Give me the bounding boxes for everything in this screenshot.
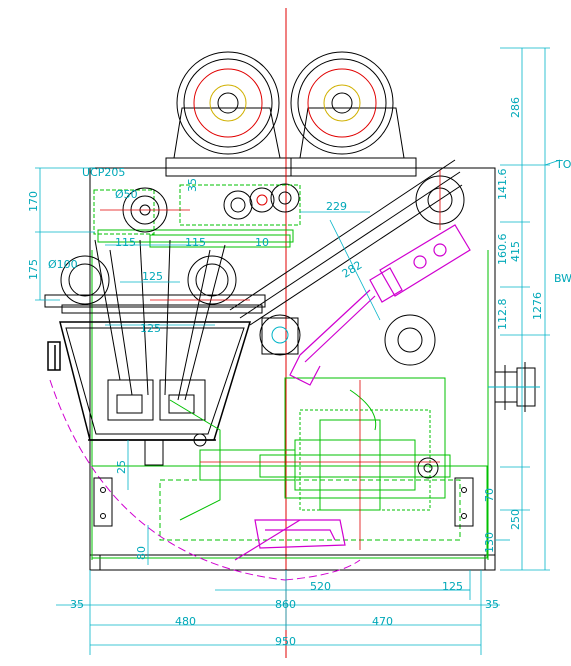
label-dia-roller: Ø100	[48, 258, 78, 271]
dim-141-6: 141.6	[496, 169, 509, 201]
dim-25: 25	[115, 460, 128, 474]
gate-boxes	[107, 379, 207, 466]
dim-80: 80	[135, 546, 148, 560]
gearbox	[169, 389, 439, 521]
dim-35-inner: 35	[186, 178, 199, 192]
motor-right	[290, 51, 417, 177]
dim-130: 130	[483, 532, 496, 553]
labels: UCP205 TO BW Ø50 Ø100	[48, 158, 571, 285]
label-dia-bearing: Ø50	[115, 188, 138, 201]
dim-860: 860	[275, 598, 296, 611]
dim-250: 250	[509, 509, 522, 530]
dim-10: 10	[255, 236, 269, 249]
dim-35-right: 35	[485, 598, 499, 611]
dim-480: 480	[175, 615, 196, 628]
dim-160-6: 160.6	[496, 234, 509, 266]
gear-group	[179, 183, 301, 226]
dim-115-a: 115	[115, 236, 136, 249]
dim-470: 470	[372, 615, 393, 628]
label-cut-top-right: TO	[555, 158, 571, 171]
dim-125-a: 125	[142, 270, 163, 283]
left-dimensions: 170 175 25 80	[27, 191, 148, 560]
feet	[93, 477, 474, 527]
dim-170: 170	[27, 191, 40, 212]
hopper-inner-plates	[94, 239, 226, 401]
bottom-dimensions: 35 860 35 480 470 950 520 125	[70, 580, 499, 648]
dim-125-b: 125	[140, 322, 161, 335]
dim-1276: 1276	[531, 292, 544, 320]
dim-112-8: 112.8	[496, 299, 509, 331]
rollers	[44, 187, 266, 314]
label-bearing: UCP205	[82, 166, 125, 179]
label-cut-right: BW	[554, 272, 571, 285]
dim-415: 415	[509, 241, 522, 262]
dim-35-left: 35	[70, 598, 84, 611]
dim-950: 950	[275, 635, 296, 648]
inner-dimensions: 229 282 125 125 115 115 35 10	[115, 178, 364, 335]
dim-125: 125	[442, 580, 463, 593]
dimension-lines	[35, 47, 561, 655]
dim-520: 520	[310, 580, 331, 593]
motor-left	[165, 51, 292, 177]
dim-229: 229	[326, 200, 347, 213]
dim-282: 282	[340, 258, 365, 280]
inclined-conveyor	[229, 159, 465, 366]
dim-70: 70	[483, 488, 496, 502]
pneumatic-cylinder	[234, 224, 471, 561]
dim-115-b: 115	[185, 236, 206, 249]
dim-286: 286	[509, 97, 522, 118]
dim-175: 175	[27, 259, 40, 280]
right-dimensions: 286 141.6 160.6 415 112.8 1276 250 70 13…	[483, 97, 544, 553]
swing-arcs	[49, 379, 361, 581]
red-centerlines	[100, 170, 441, 550]
coupling-right	[488, 362, 540, 412]
hopper	[47, 321, 252, 441]
